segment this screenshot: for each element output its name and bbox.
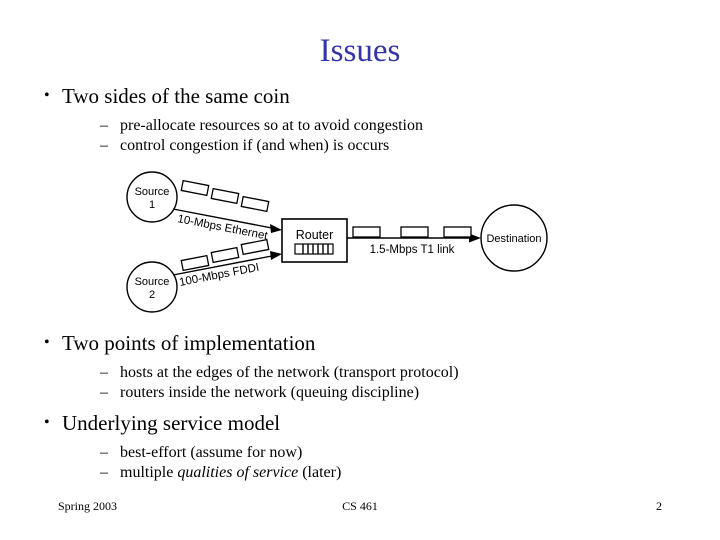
sub-bullet-text: routers inside the network (queuing disc… [120,384,420,401]
sub-bullet-marker: – [100,384,108,401]
link-fddi: 100-Mbps FDDI [172,238,282,289]
sub-bullet-text: pre-allocate resources so at to avoid co… [120,117,423,134]
bullet-heading-text: Underlying service model [62,411,281,435]
sub-bullet-text: control congestion if (and when) is occu… [120,137,390,154]
slide-footer: Spring 2003 CS 461 2 [0,496,720,516]
qos-italic-phrase: qualities of service [177,464,299,481]
link-ethernet: 10-Mbps Ethernet [172,179,282,243]
qos-suffix: (later) [298,464,342,481]
sub-bullet: – control congestion if (and when) is oc… [0,136,720,156]
footer-page-number: 2 [656,499,662,513]
diagram-node-router: Router [281,218,348,263]
bullet-heading: • Two sides of the same coin [0,83,720,109]
section-two-points: • Two points of implementation – hosts a… [0,330,720,403]
qos-prefix: multiple [120,464,178,481]
source-1-label-line2: 1 [149,199,155,211]
sub-bullet-marker: – [100,464,108,481]
source-2-label-line2: 2 [149,289,155,301]
source-2-label-line1: Source [135,276,170,288]
section-service-model: • Underlying service model – best-effort… [0,410,720,483]
destination-label: Destination [486,233,541,245]
sub-bullet: – pre-allocate resources so at to avoid … [0,116,720,136]
sub-bullet-marker: – [100,444,108,461]
section-two-sides: • Two sides of the same coin – pre-alloc… [0,83,720,156]
sub-bullet: – hosts at the edges of the network (tra… [0,363,720,383]
sub-bullet-text: best-effort (assume for now) [120,444,303,461]
footer-course: CS 461 [342,499,378,513]
packets-ethernet [180,179,270,213]
bullet-marker: • [44,87,50,104]
bullet-heading: • Underlying service model [0,410,720,436]
packets-t1 [352,226,472,238]
page-title: Issues [319,33,401,69]
bullet-heading: • Two points of implementation [0,330,720,356]
link-label-ethernet: 10-Mbps Ethernet [176,213,269,242]
sub-bullet: – routers inside the network (queuing di… [0,383,720,403]
network-diagram: Source 1 10-Mbps Ethernet Source 2 [110,165,580,315]
sub-bullet-marker: – [100,364,108,381]
diagram-node-source-2: Source 2 [126,261,178,313]
sub-bullet-text: hosts at the edges of the network (trans… [120,364,459,381]
link-label-t1: 1.5-Mbps T1 link [370,244,455,256]
link-t1: 1.5-Mbps T1 link [347,226,481,256]
packets-fddi [180,238,270,272]
sub-bullet-marker: – [100,117,108,134]
bullet-heading-text: Two points of implementation [62,331,316,355]
sub-bullet: – best-effort (assume for now) [0,443,720,463]
bullet-heading-text: Two sides of the same coin [62,84,290,108]
router-queue-icon [294,243,334,255]
sub-bullet-marker: – [100,137,108,154]
source-1-label-line1: Source [135,186,170,198]
diagram-node-destination: Destination [480,204,548,272]
bullet-marker: • [44,334,50,351]
bullet-marker: • [44,414,50,431]
footer-term: Spring 2003 [58,499,118,513]
sub-bullet-qos: – multiple qualities of service (later) [0,463,720,483]
router-label: Router [296,228,334,242]
diagram-node-source-1: Source 1 [126,171,178,223]
